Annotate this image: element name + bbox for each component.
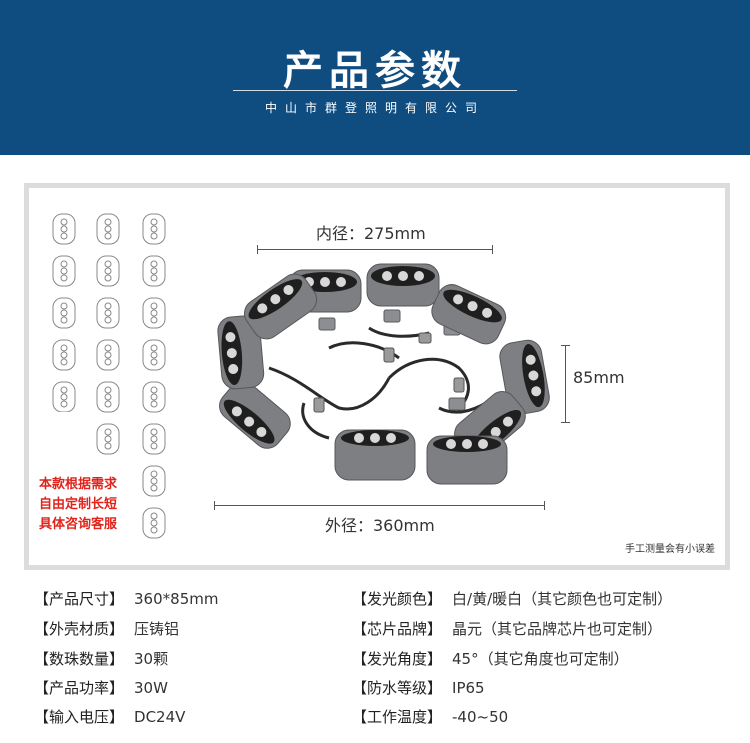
height-tick-bottom	[561, 422, 570, 423]
inner-diameter-tick-left	[257, 245, 258, 254]
measurement-note: 手工测量会有小误差	[625, 544, 715, 555]
outer-diameter-tick-right	[544, 501, 545, 510]
spec-beam-angle-value: 45°（其它角度也可定制）	[452, 650, 629, 668]
spec-chip-brand-key: 【芯片品牌】	[352, 620, 443, 638]
outer-diameter-line	[214, 505, 545, 506]
spec-material-value: 压铸铝	[134, 620, 180, 638]
spec-size-value: 360*85mm	[134, 590, 219, 608]
custom-note-line-2: 自由定制长短	[39, 497, 118, 512]
height-label: 85mm	[573, 368, 625, 387]
spec-beam-angle: 【发光角度】 45°（其它角度也可定制）	[352, 648, 629, 669]
module-chain-8	[141, 212, 167, 547]
module-chain-6	[95, 212, 121, 457]
inner-diameter-line	[257, 249, 493, 250]
spec-voltage-key: 【输入电压】	[34, 708, 125, 726]
height-line	[565, 345, 566, 423]
spec-chip-brand: 【芯片品牌】晶元（其它品牌芯片也可定制）	[352, 618, 662, 639]
product-figure-panel: 本款根据需求 自由定制长短 具体咨询客服 内径：275mm 85mm 外径：36…	[24, 183, 730, 570]
outer-diameter-tick-left	[214, 501, 215, 510]
header-divider	[233, 90, 517, 91]
spec-color-key: 【发光颜色】	[352, 590, 443, 608]
spec-power: 【产品功率】 30W	[34, 677, 168, 698]
spec-material: 【外壳材质】压铸铝	[34, 618, 179, 639]
spec-beam-angle-key: 【发光角度】	[352, 650, 443, 668]
spec-chip-brand-value: 晶元（其它品牌芯片也可定制）	[452, 620, 663, 638]
outer-diameter-label: 外径：360mm	[325, 516, 435, 535]
spec-led-count: 【数珠数量】 30颗	[34, 648, 168, 669]
custom-note-line-1: 本款根据需求	[39, 477, 118, 492]
inner-diameter-tick-right	[492, 245, 493, 254]
spec-ip-rating-value: IP65	[452, 679, 485, 697]
spec-color-value: 白/黄/暖白（其它颜色也可定制）	[452, 590, 673, 608]
spec-ip-rating-key: 【防水等级】	[352, 679, 443, 697]
cable-connectors	[313, 332, 465, 413]
spec-temperature-value: -40~50	[452, 708, 509, 726]
spec-led-count-key: 【数珠数量】	[34, 650, 125, 668]
inner-diameter-label: 内径：275mm	[316, 224, 426, 243]
module-chain-8-icon	[142, 213, 166, 539]
module-chain-5-icon	[52, 213, 76, 412]
led-housings	[217, 263, 550, 485]
spec-voltage-value: DC24V	[134, 708, 186, 726]
height-tick-top	[561, 345, 570, 346]
spec-voltage: 【输入电压】 DC24V	[34, 706, 185, 727]
spec-material-key: 【外壳材质】	[34, 620, 125, 638]
page-title: 产品参数	[283, 48, 467, 94]
spec-power-value: 30W	[134, 679, 168, 697]
spec-size-key: 【产品尺寸】	[34, 590, 125, 608]
spec-color: 【发光颜色】白/黄/暖白（其它颜色也可定制）	[352, 588, 672, 609]
spec-size: 【产品尺寸】 360*85mm	[34, 588, 218, 609]
custom-note-line-3: 具体咨询客服	[39, 517, 118, 532]
led-ring-product-image	[217, 263, 550, 485]
spec-power-key: 【产品功率】	[34, 679, 125, 697]
spec-led-count-value: 30颗	[134, 650, 169, 668]
module-chain-6-icon	[96, 213, 120, 455]
company-name: 中山市群登照明有限公司	[264, 101, 485, 115]
custom-length-note: 本款根据需求 自由定制长短 具体咨询客服	[39, 475, 117, 535]
spec-temperature-key: 【工作温度】	[352, 708, 443, 726]
header-banner: 产品参数 中山市群登照明有限公司	[0, 0, 750, 155]
spec-ip-rating: 【防水等级】 IP65	[352, 677, 485, 698]
spec-temperature: 【工作温度】 -40~50	[352, 706, 508, 727]
module-chain-5	[51, 212, 77, 412]
